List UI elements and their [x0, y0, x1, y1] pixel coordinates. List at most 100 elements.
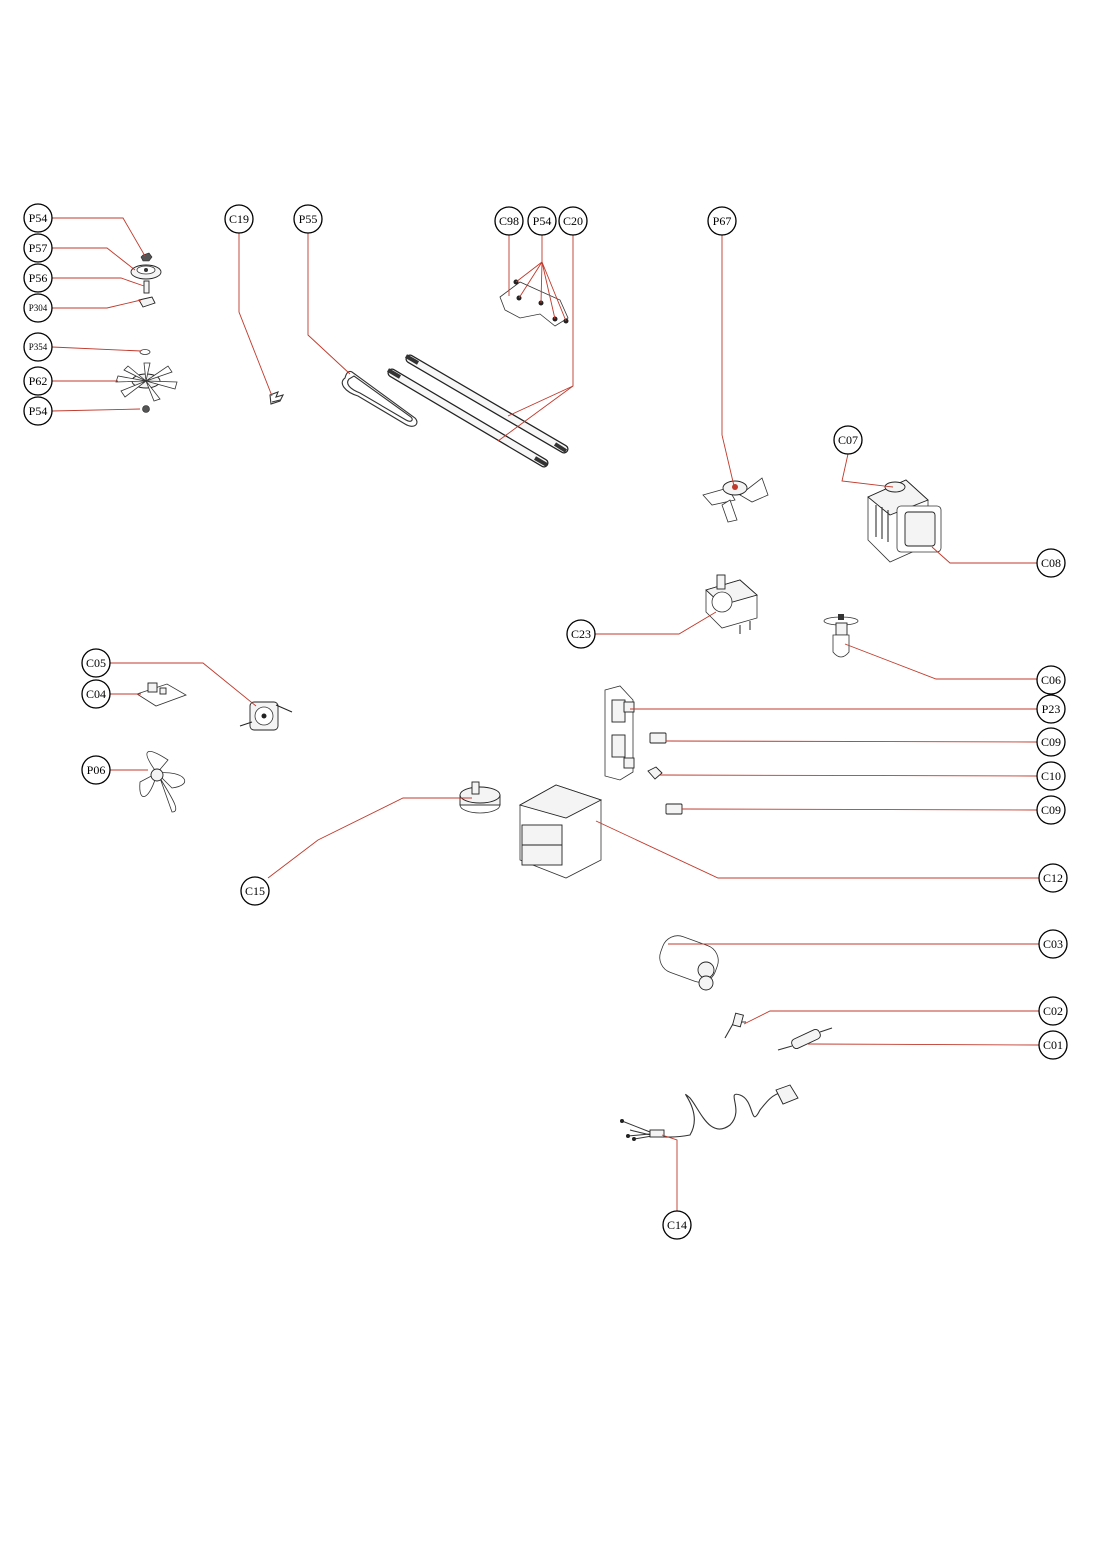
- callout-c98: C98: [494, 206, 524, 236]
- callout-p55: P55: [293, 204, 323, 234]
- svg-text:C03: C03: [1043, 937, 1063, 951]
- leader-p55: [307, 233, 351, 375]
- callout-c01: C01: [1038, 1030, 1068, 1060]
- leader-c15: [267, 797, 472, 879]
- leader-c05: [110, 662, 257, 707]
- callout-c08: C08: [1036, 548, 1066, 578]
- leader-c07: [841, 453, 894, 488]
- micro-switch-upper-part: [649, 732, 667, 744]
- svg-text:C08: C08: [1041, 556, 1061, 570]
- leader-p56: [52, 277, 145, 287]
- callout-p67: P67: [707, 206, 737, 236]
- svg-text:P67: P67: [713, 214, 732, 228]
- svg-text:P55: P55: [299, 212, 318, 226]
- svg-text:C20: C20: [563, 214, 583, 228]
- svg-text:C14: C14: [667, 1218, 687, 1232]
- callout-bubbles: P54 P57 P56 P304 P354 P62 P54 C19 P55 C9…: [23, 203, 1068, 1240]
- svg-text:P56: P56: [29, 271, 48, 285]
- leader-lines: [51, 217, 1040, 1211]
- shaft-part: [143, 280, 150, 294]
- pulley-part: [130, 264, 162, 280]
- leader-c08: [931, 546, 1037, 564]
- monitor-switch-part: [647, 766, 663, 780]
- leader-p54-c3: [540, 261, 543, 304]
- callout-p304: P304: [23, 293, 53, 323]
- hv-fuse-part: [777, 1027, 833, 1051]
- callout-p62: P62: [23, 366, 53, 396]
- leader-c14: [661, 1134, 678, 1211]
- nut-part-lower: [142, 405, 150, 413]
- svg-text:C23: C23: [571, 627, 591, 641]
- callout-c19: C19: [224, 204, 254, 234]
- leader-c20: [507, 235, 574, 417]
- magnetron-part: [867, 479, 942, 563]
- svg-text:C06: C06: [1041, 673, 1061, 687]
- callout-c15: C15: [240, 876, 270, 906]
- leader-p54-c2: [518, 261, 543, 299]
- leader-p354: [51, 346, 142, 352]
- turntable-motor-part: [705, 574, 758, 634]
- callout-c14: C14: [662, 1210, 692, 1240]
- part-drawings: [115, 252, 942, 1141]
- leader-c09-a: [665, 740, 1038, 743]
- leader-c23: [595, 611, 717, 635]
- svg-text:C09: C09: [1041, 803, 1061, 817]
- callout-c06: C06: [1036, 665, 1066, 695]
- svg-text:C07: C07: [838, 433, 858, 447]
- callout-c02: C02: [1038, 996, 1068, 1026]
- callout-p56: P56: [23, 263, 53, 293]
- svg-text:C01: C01: [1043, 1038, 1063, 1052]
- callout-p23: P23: [1036, 694, 1066, 724]
- fan-blade-part: [139, 751, 185, 813]
- control-board-part: [136, 682, 187, 707]
- callout-c07: C07: [833, 425, 863, 455]
- svg-text:P54: P54: [29, 211, 48, 225]
- svg-text:C02: C02: [1043, 1004, 1063, 1018]
- washer-part: [139, 349, 151, 355]
- callout-p54-a: P54: [23, 203, 53, 233]
- callout-c12: C12: [1038, 863, 1068, 893]
- timer-motor-part: [459, 781, 501, 814]
- callout-c09-a: C09: [1036, 727, 1066, 757]
- nut-part: [140, 252, 153, 262]
- svg-text:P62: P62: [29, 374, 48, 388]
- callout-c23: C23: [566, 619, 596, 649]
- svg-text:P304: P304: [29, 303, 48, 313]
- svg-text:C04: C04: [86, 687, 106, 701]
- heater-loop-part: [341, 370, 418, 427]
- clip-part: [269, 391, 285, 405]
- leader-c12: [595, 820, 1039, 879]
- svg-text:P23: P23: [1042, 702, 1061, 716]
- leader-p54-a: [52, 217, 146, 257]
- callout-c10: C10: [1036, 761, 1066, 791]
- svg-text:C10: C10: [1041, 769, 1061, 783]
- leader-p54-c5: [541, 261, 567, 322]
- callout-p54-c: P54: [527, 206, 557, 236]
- svg-text:P57: P57: [29, 241, 48, 255]
- callout-c04: C04: [81, 679, 111, 709]
- heater-tube-lower-part: [386, 368, 549, 468]
- callout-p06: P06: [81, 755, 111, 785]
- leader-p54-b: [51, 408, 141, 412]
- micro-switch-lower-part: [665, 803, 683, 815]
- leader-c06: [844, 643, 1037, 680]
- leader-c01: [807, 1043, 1040, 1046]
- leader-c09-b: [681, 808, 1038, 811]
- callout-c05: C05: [81, 648, 111, 678]
- callout-p54-b: P54: [23, 396, 53, 426]
- power-cord-part: [620, 1084, 799, 1141]
- fan-motor-part: [702, 477, 769, 523]
- svg-text:P54: P54: [533, 214, 552, 228]
- callout-c03: C03: [1038, 929, 1068, 959]
- leader-c02: [743, 1010, 1039, 1025]
- svg-text:P54: P54: [29, 404, 48, 418]
- svg-text:P354: P354: [29, 342, 48, 352]
- switch-bracket-part: [604, 685, 635, 781]
- hv-capacitor-part: [659, 935, 719, 991]
- svg-text:C15: C15: [245, 884, 265, 898]
- leader-c19: [238, 233, 273, 397]
- svg-text:C05: C05: [86, 656, 106, 670]
- svg-text:C12: C12: [1043, 871, 1063, 885]
- stirrer-blade-part: [115, 362, 178, 402]
